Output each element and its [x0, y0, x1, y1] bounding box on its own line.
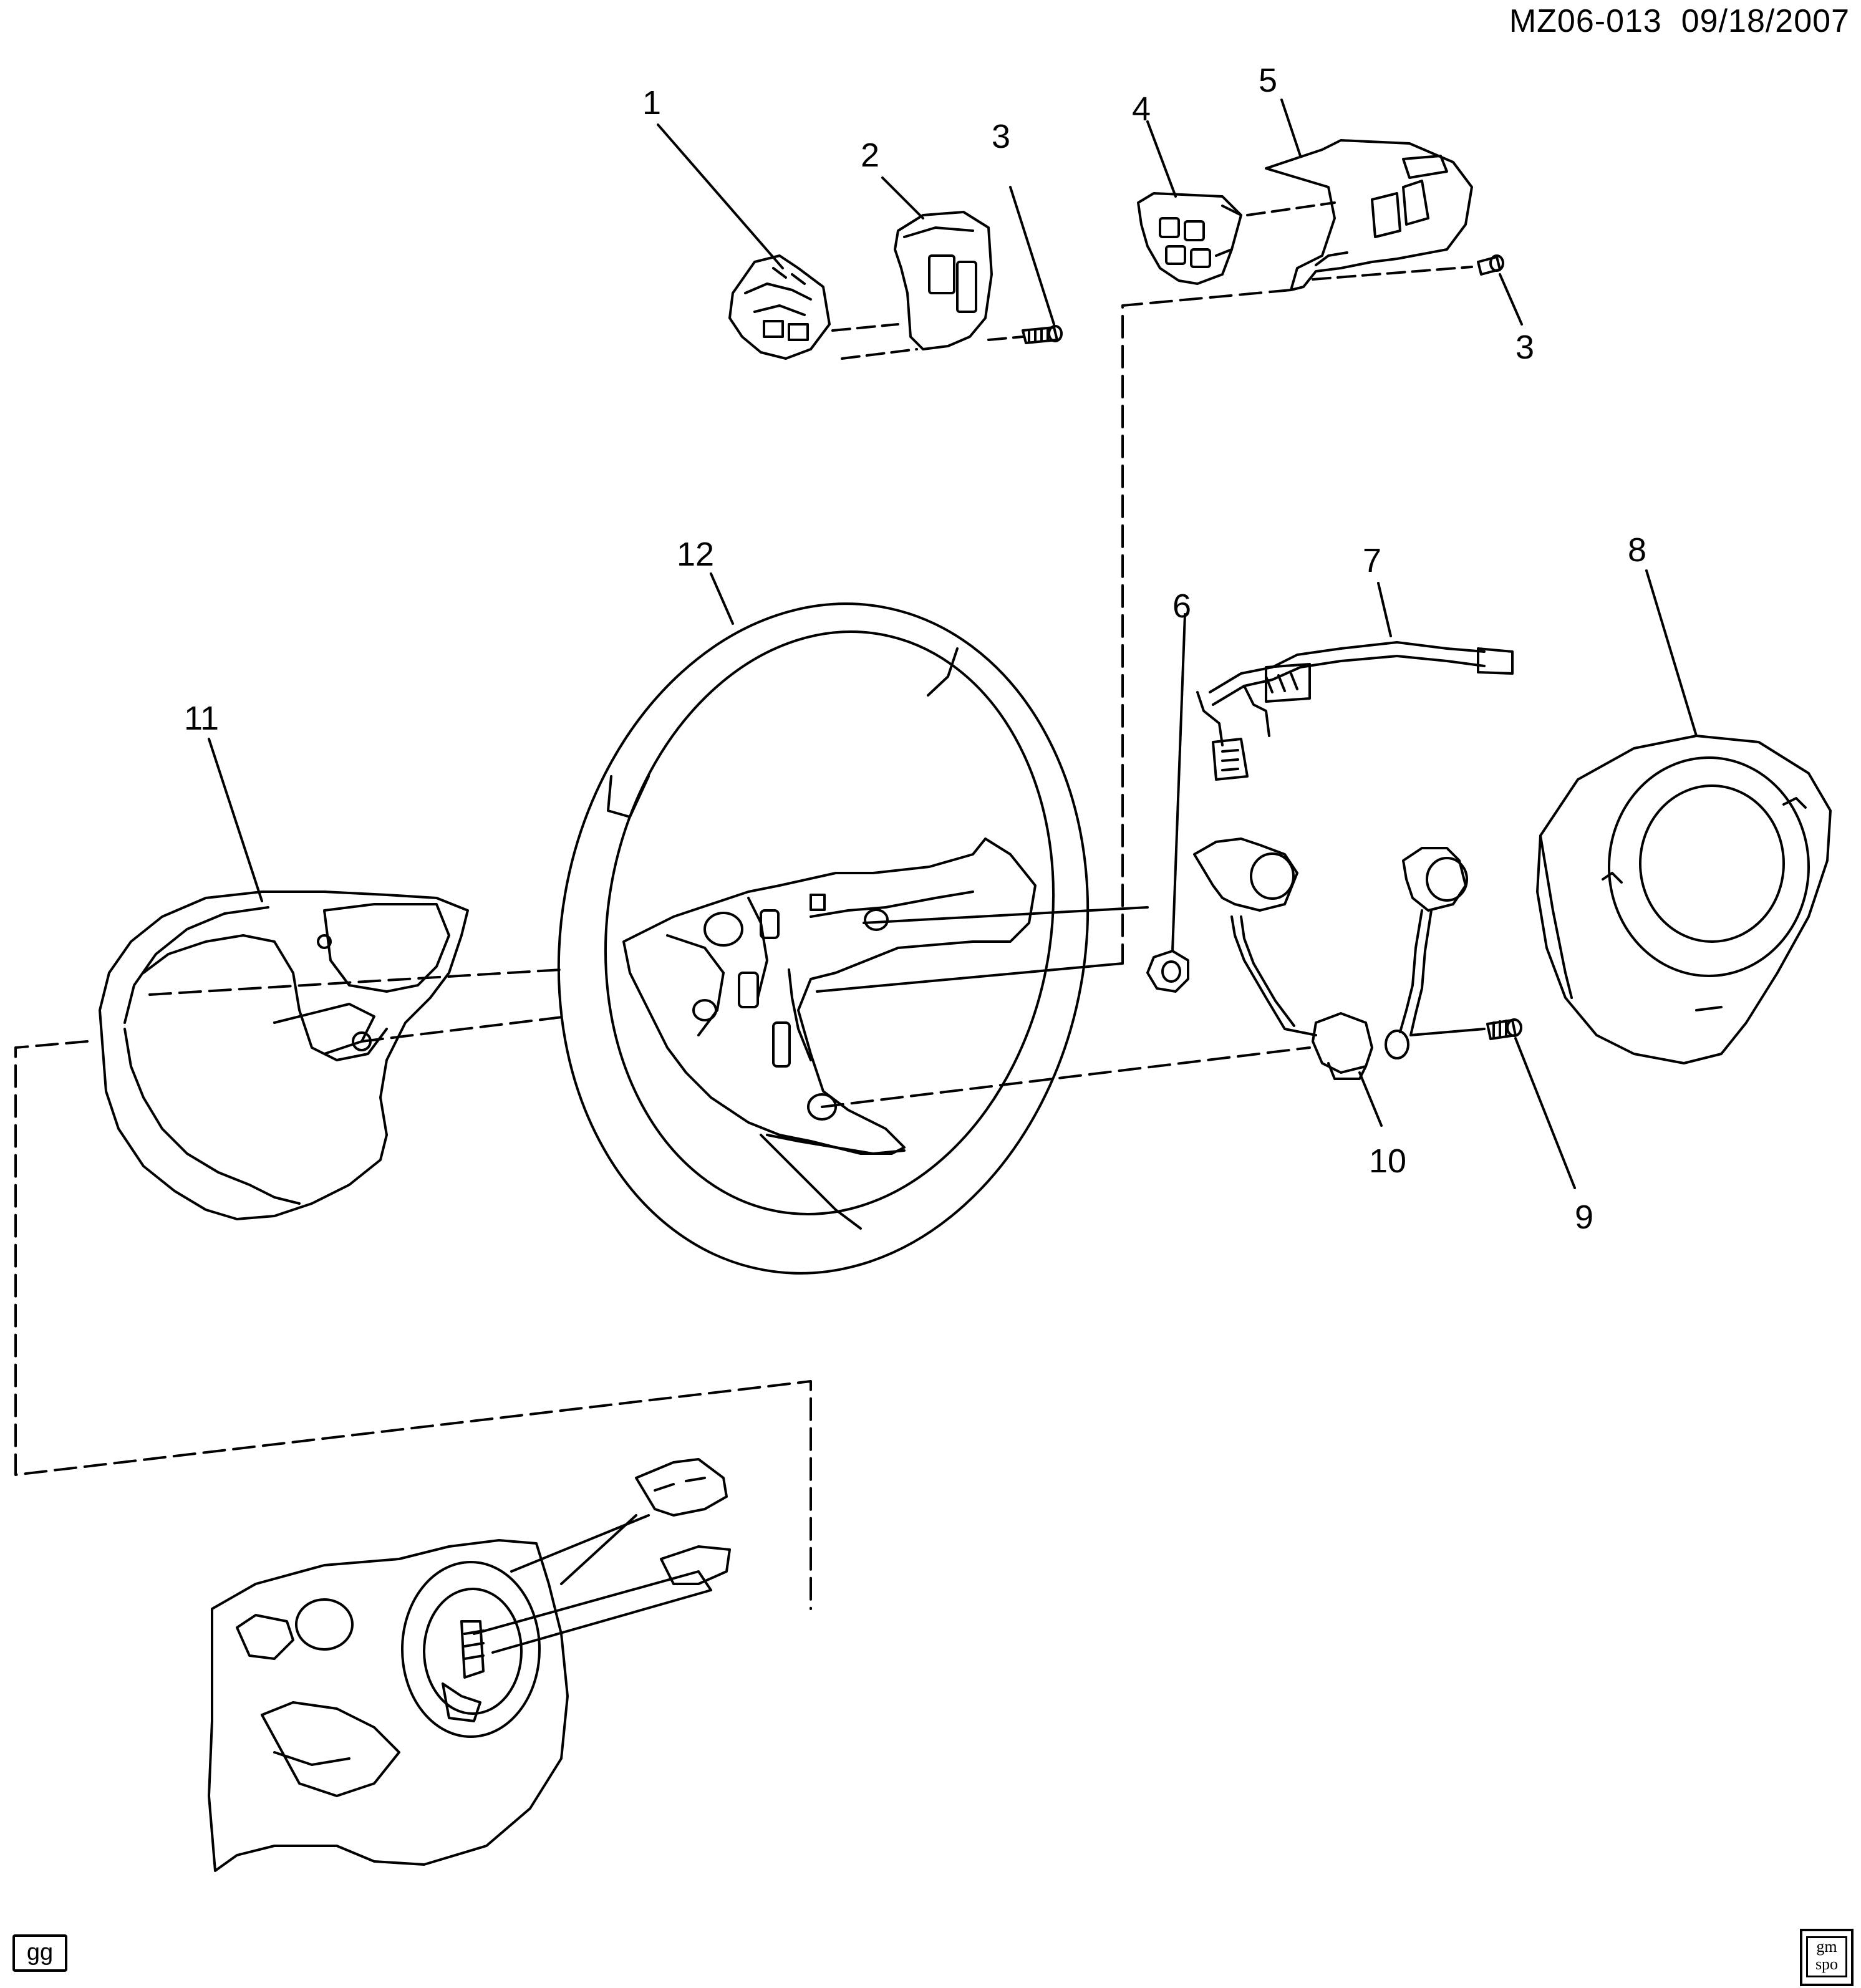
leader-12 [710, 572, 734, 625]
corner-tag: gg [12, 1934, 67, 1972]
leader-3a [1009, 186, 1055, 326]
part-8-airbag [1536, 735, 1832, 1064]
callout-9: 9 [1575, 1199, 1594, 1236]
drawing-header: MZ06-013 09/18/2007 [1509, 2, 1850, 40]
guide-5-3 [1312, 266, 1473, 281]
gm-spo-logo: gm spo [1800, 1929, 1854, 1986]
leader-2 [881, 176, 924, 220]
guide-2-3 [987, 335, 1024, 341]
callout-7: 7 [1363, 542, 1382, 579]
callout-4: 4 [1132, 90, 1151, 128]
leader-3b [1499, 273, 1523, 326]
part-1-switch [728, 254, 831, 360]
part-10-contact [1193, 837, 1468, 1080]
callout-1: 1 [642, 84, 662, 122]
part-12-steering-wheel [557, 602, 1090, 1275]
part-5-bezel [1265, 139, 1473, 291]
leader-10 [1358, 1071, 1383, 1127]
guide-4-5 [1246, 201, 1336, 216]
steering-column-assembly [208, 1458, 731, 1872]
callout-6: 6 [1172, 587, 1192, 625]
guide-1-2 [831, 323, 918, 360]
guide-10-9 [1409, 1028, 1486, 1036]
leader-5 [1280, 99, 1302, 157]
leader-4 [1146, 120, 1177, 198]
leader-11 [208, 738, 263, 902]
callout-2: 2 [861, 137, 880, 174]
callout-11: 11 [184, 700, 220, 737]
callout-3b: 3 [1515, 329, 1535, 366]
leader-column [560, 1514, 637, 1585]
part-3-screw-right [1477, 254, 1504, 276]
part-4-switch [1137, 192, 1242, 285]
part-9-bolt [1486, 1018, 1522, 1040]
logo-line-2: spo [1815, 1955, 1839, 1973]
guide-box [14, 1040, 812, 1610]
drawing-code: MZ06-013 [1509, 3, 1662, 39]
part-3-screw-left [1022, 325, 1063, 344]
callout-5: 5 [1259, 62, 1278, 99]
part-7-harness [1196, 641, 1514, 781]
leader-6 [1171, 613, 1186, 952]
logo-line-1: gm [1816, 1937, 1837, 1956]
leader-9 [1514, 1037, 1576, 1189]
leader-1 [657, 123, 784, 269]
part-6-nut [1146, 950, 1189, 993]
callout-8: 8 [1628, 531, 1647, 569]
guide-5-vertical [1121, 289, 1292, 965]
callout-10: 10 [1369, 1142, 1407, 1180]
leader-7 [1377, 582, 1392, 637]
guide-11-wheel [148, 968, 569, 1043]
part-2-bezel [894, 211, 993, 350]
drawing-date: 09/18/2007 [1681, 3, 1850, 39]
callout-12: 12 [677, 536, 715, 573]
leader-8 [1645, 569, 1698, 737]
part-11-shroud [99, 890, 469, 1220]
callout-3a: 3 [992, 118, 1011, 155]
guide-10-wheel [821, 1046, 1311, 1108]
guide-6-wheel [816, 906, 1149, 993]
